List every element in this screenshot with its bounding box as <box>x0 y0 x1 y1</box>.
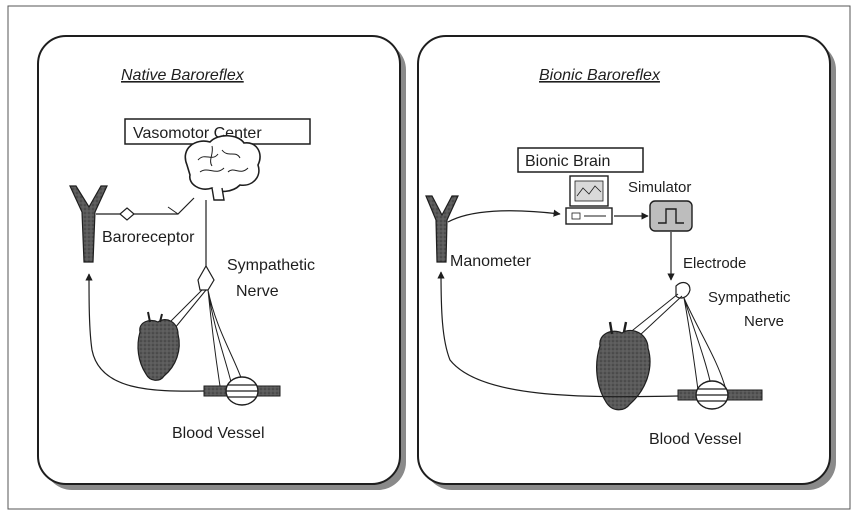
panel-title: Bionic Baroreflex <box>539 67 661 84</box>
manometer-label: Manometer <box>450 253 532 270</box>
baroreceptor-label: Baroreceptor <box>102 229 195 246</box>
blood-vessel-label: Blood Vessel <box>649 431 742 448</box>
bionic-brain-label: Bionic Brain <box>525 153 610 170</box>
nerve-label: Nerve <box>236 283 279 300</box>
sympathetic-label: Sympathetic <box>708 289 791 306</box>
electrode-label: Electrode <box>683 255 746 272</box>
panel-title: Native Baroreflex <box>121 67 245 84</box>
sympathetic-label: Sympathetic <box>227 257 315 274</box>
vasomotor-center-label: Vasomotor Center <box>133 125 262 142</box>
computer-icon <box>566 176 612 224</box>
stimulator-icon <box>650 201 692 231</box>
blood-vessel-label: Blood Vessel <box>172 425 265 442</box>
simulator-label: Simulator <box>628 179 691 196</box>
nerve-label: Nerve <box>744 313 784 330</box>
bionic-baroreflex-panel: Bionic Baroreflex Bionic Brain Simulator… <box>418 36 836 490</box>
native-baroreflex-panel: Native Baroreflex Vasomotor Center Baror… <box>38 36 406 490</box>
